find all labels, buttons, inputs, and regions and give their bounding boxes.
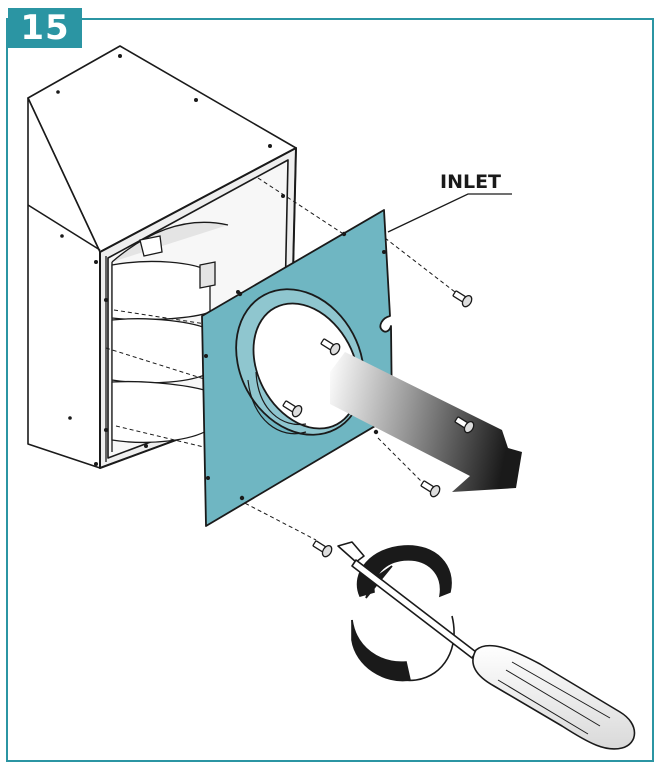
screw-icon: [282, 400, 303, 418]
screws: [282, 290, 475, 558]
screw-icon: [454, 416, 475, 434]
fan-wheel: [99, 221, 229, 468]
housing-holes: [56, 54, 290, 466]
screwdriver-icon: [337, 541, 636, 750]
callout-leader: [387, 193, 512, 233]
airflow-arrow-icon: [330, 352, 522, 492]
screw-icon: [320, 338, 341, 356]
inlet-plate: [201, 209, 393, 527]
instruction-frame: [6, 18, 654, 762]
screw-icon: [420, 480, 441, 498]
screw-icon: [312, 540, 333, 558]
step-number-badge: 15: [8, 8, 82, 48]
inlet-callout-label: INLET: [440, 171, 502, 193]
screw-icon: [452, 290, 473, 308]
rotate-icon: [351, 545, 455, 682]
